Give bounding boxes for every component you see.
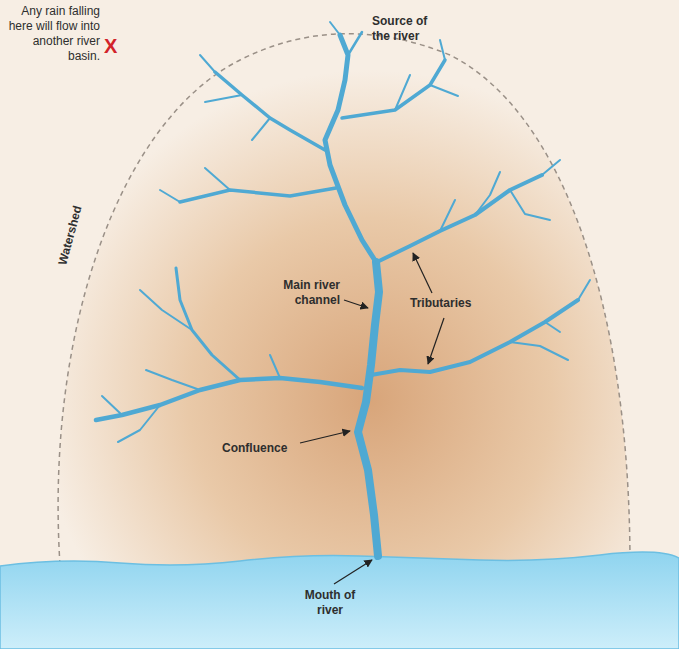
marker-x: X xyxy=(104,34,117,59)
mouth-label: Mouth of river xyxy=(292,588,368,618)
watershed-line xyxy=(58,34,630,565)
basin-shading xyxy=(58,34,630,565)
sea xyxy=(0,552,679,649)
tributaries-label: Tributaries xyxy=(410,296,471,311)
channel-label: Main river channel xyxy=(240,278,340,308)
note-text: Any rain falling here will flow into ano… xyxy=(4,4,100,64)
source-label: Source of the river xyxy=(372,14,444,44)
river-network xyxy=(96,22,590,556)
confluence-label: Confluence xyxy=(222,441,287,456)
